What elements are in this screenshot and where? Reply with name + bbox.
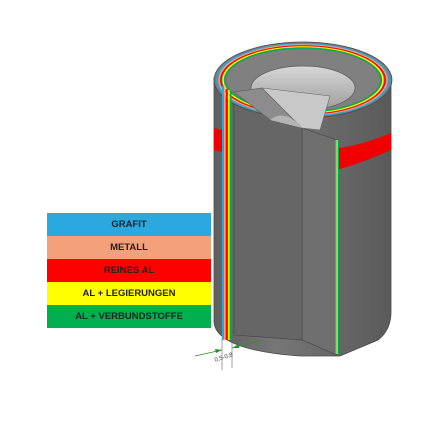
legend-item-al-legierungen: AL + LEGIERUNGEN — [47, 282, 211, 305]
legend-item-grafit: GRAFIT — [47, 213, 211, 236]
edge-stripe-grafit — [222, 86, 224, 340]
legend-item-reines-al: REINES AL — [47, 259, 211, 282]
legend-item-al-verbundstoffe: AL + VERBUNDSTOFFE — [47, 305, 211, 328]
cutout-left-face — [233, 91, 303, 341]
legend-item-metall: METALL — [47, 236, 211, 259]
red-band-right — [337, 133, 391, 170]
cutout-right-face — [301, 127, 338, 356]
red-band-left — [214, 128, 222, 152]
